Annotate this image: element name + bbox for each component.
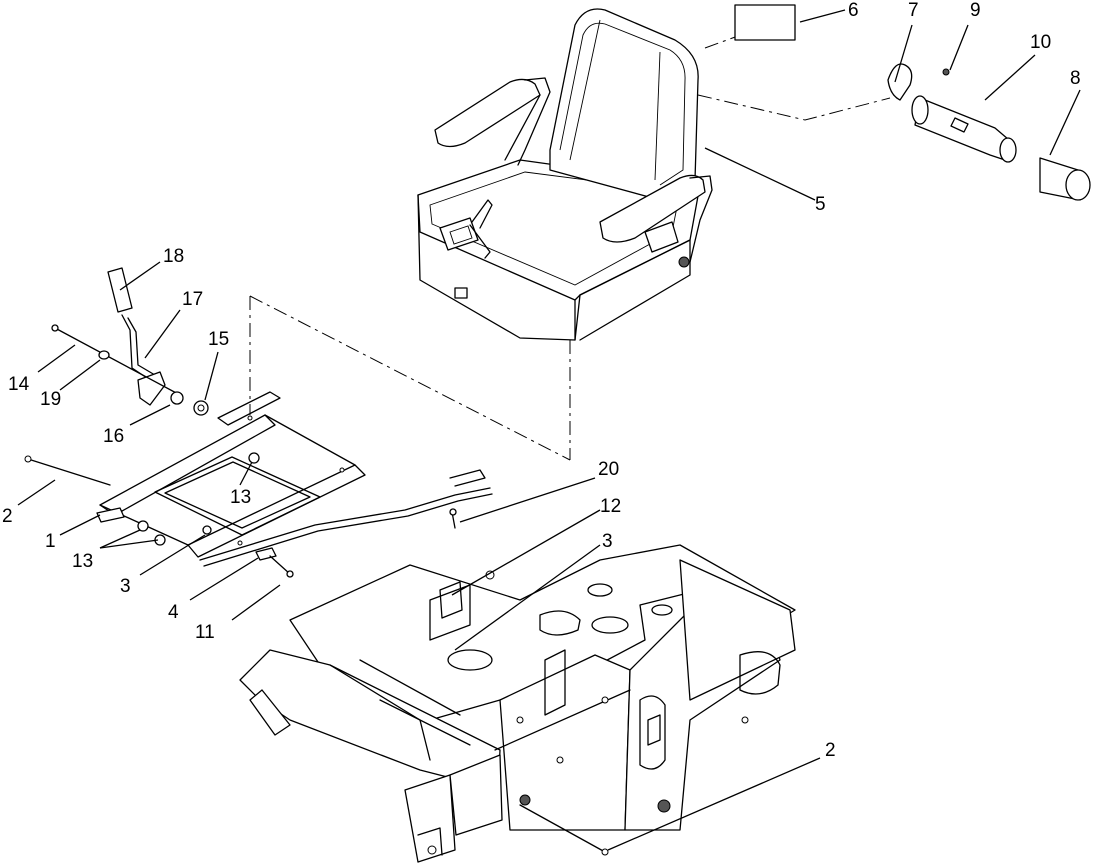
callout-7: 7 — [908, 0, 919, 21]
leader-lines — [17, 9, 1081, 851]
callout-19: 19 — [40, 389, 61, 410]
callout-16: 16 — [103, 426, 124, 447]
alignment-line-1 — [249, 295, 571, 461]
rod-part-2 — [27, 458, 111, 486]
callout-8: 8 — [1070, 68, 1081, 89]
callout-6: 6 — [848, 0, 859, 21]
callout-9: 9 — [970, 0, 981, 21]
rod-part-2-lower — [519, 804, 606, 853]
callout-labels: 6 7 9 10 8 5 18 17 15 14 19 16 13 2 1 13… — [2, 0, 1081, 761]
callout-12: 12 — [600, 496, 621, 517]
screw-part-9 — [942, 68, 950, 76]
nut-part-13-c — [248, 452, 260, 464]
pin-part-1 — [96, 507, 125, 523]
callout-2-b: 2 — [825, 740, 836, 761]
main-frame — [239, 544, 796, 863]
callout-10: 10 — [1030, 32, 1051, 53]
decal-part-6 — [734, 4, 796, 41]
callout-17: 17 — [182, 289, 203, 310]
callout-14: 14 — [8, 374, 30, 395]
alignment-line-5 — [697, 94, 891, 121]
clamp-part-7 — [887, 63, 913, 101]
callout-13-a: 13 — [230, 487, 251, 508]
linkage-rods — [199, 469, 493, 578]
tube-part-10 — [911, 95, 1017, 163]
callout-2-a: 2 — [2, 506, 13, 527]
callout-13-b: 13 — [72, 551, 93, 572]
nut-part-13-a — [137, 520, 149, 532]
callout-20: 20 — [598, 459, 619, 480]
callout-3-b: 3 — [602, 531, 613, 552]
callout-4: 4 — [168, 602, 179, 623]
seat-mounting-plate — [99, 391, 366, 558]
part-3-left — [202, 525, 212, 535]
seat-assembly — [417, 8, 713, 341]
callout-5: 5 — [815, 194, 826, 215]
cap-part-8 — [1039, 157, 1091, 201]
callout-11: 11 — [195, 622, 215, 643]
callout-1: 1 — [45, 531, 56, 552]
callout-15: 15 — [208, 329, 229, 350]
callout-3-a: 3 — [120, 576, 131, 597]
callout-18: 18 — [163, 246, 184, 267]
